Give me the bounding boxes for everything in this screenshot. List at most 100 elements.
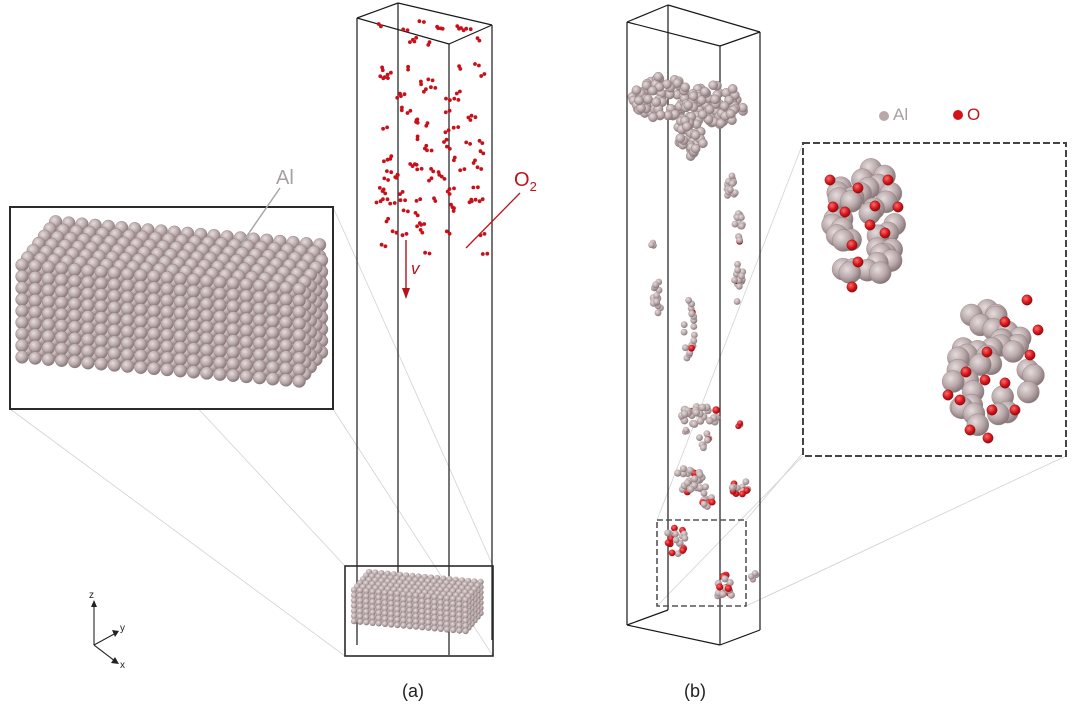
aluminum-atom xyxy=(200,320,214,334)
o2-atom xyxy=(485,251,490,256)
aluminum-atom xyxy=(160,328,174,342)
aluminum-atom xyxy=(728,484,736,491)
o2-atom xyxy=(456,98,461,102)
aluminum-atom xyxy=(738,272,745,280)
aluminum-atom xyxy=(266,360,280,375)
o2-atom xyxy=(389,170,394,175)
o2-atom xyxy=(382,176,387,181)
aluminum-atom xyxy=(363,598,370,605)
aluminum-atom xyxy=(213,298,227,312)
oxygen-atom xyxy=(846,281,858,293)
aluminum-atom xyxy=(54,261,69,276)
aluminum-atom xyxy=(68,309,82,323)
aluminum-atom xyxy=(437,605,444,612)
aluminum-atom xyxy=(431,614,438,622)
o2-atom xyxy=(476,185,480,190)
o2-atom xyxy=(383,191,388,196)
o2-atom xyxy=(433,86,438,90)
aluminum-atom xyxy=(147,292,161,307)
aluminum-atom xyxy=(350,602,358,609)
aluminum-atom xyxy=(696,417,705,425)
aluminum-atom xyxy=(279,281,293,295)
o2-atom xyxy=(418,197,423,202)
al-slab-small-frame xyxy=(344,565,494,657)
aluminum-atom xyxy=(68,355,82,369)
o2-atom xyxy=(381,126,385,131)
oxygen-atom xyxy=(852,182,864,194)
aluminum-atom xyxy=(226,311,240,325)
aluminum-atom xyxy=(54,284,69,299)
o2-atom xyxy=(464,140,469,145)
o2-atom xyxy=(480,141,485,146)
o2-atom xyxy=(415,224,419,229)
aluminum-atom xyxy=(400,612,407,619)
o2-atom xyxy=(406,64,410,69)
aluminum-atom xyxy=(28,328,42,342)
axis-x-label: x xyxy=(120,660,125,671)
aluminum-atom xyxy=(266,280,280,294)
aluminum-atom xyxy=(450,616,457,623)
oxygen-atom xyxy=(716,583,724,591)
aluminum-atom xyxy=(726,579,734,587)
o2-atom xyxy=(378,74,383,79)
o2-atom xyxy=(433,199,438,203)
aluminum-atom xyxy=(381,615,389,622)
aluminum-atom xyxy=(406,612,413,619)
aluminum-atom xyxy=(437,599,444,607)
aluminum-atom xyxy=(369,609,376,616)
o2-atom xyxy=(398,91,402,96)
o2-atom xyxy=(480,197,485,202)
o2-atom xyxy=(467,200,472,205)
oxygen-atom xyxy=(954,394,966,406)
aluminum-atom xyxy=(134,303,148,317)
o2-atom xyxy=(380,189,385,194)
o2-atom xyxy=(452,158,456,163)
aluminum-atom xyxy=(686,466,694,474)
aluminum-atom xyxy=(239,347,254,361)
o2-atom xyxy=(394,230,399,235)
aluminum-atom xyxy=(363,593,370,600)
aluminum-atom xyxy=(406,617,413,625)
aluminum-atom xyxy=(369,614,376,621)
aluminum-atom xyxy=(200,274,214,288)
o2-atom xyxy=(444,96,448,101)
aluminum-atom xyxy=(381,600,389,607)
aluminum-atom xyxy=(697,95,707,105)
aluminum-atom xyxy=(253,325,267,339)
aluminum-atom xyxy=(292,282,306,296)
aluminum-atom xyxy=(685,296,692,304)
aluminum-atom xyxy=(279,327,293,341)
o2-atom xyxy=(414,199,419,203)
oxygen-atom xyxy=(964,424,976,436)
aluminum-atom xyxy=(253,348,267,362)
aluminum-atom xyxy=(969,353,992,376)
aluminum-atom xyxy=(388,600,395,607)
atom-legend: Al O xyxy=(879,105,980,124)
oxygen-atom xyxy=(1021,294,1033,306)
aluminum-atom xyxy=(107,324,122,338)
aluminum-atom xyxy=(419,624,426,631)
o2-atom xyxy=(437,173,442,177)
aluminum-atom xyxy=(350,597,358,604)
aluminum-atom xyxy=(697,109,708,120)
aluminum-atom xyxy=(68,320,82,334)
panel-label-a: (a) xyxy=(402,681,424,701)
aluminum-atom xyxy=(700,489,708,497)
o2-atom xyxy=(444,229,449,234)
aluminum-atom xyxy=(94,276,108,291)
aluminum-atom xyxy=(462,622,469,630)
oxygen-atom xyxy=(1009,404,1021,416)
aluminum-atom xyxy=(15,258,29,272)
aluminum-atom xyxy=(120,336,135,350)
aluminum-atom xyxy=(292,363,306,377)
aluminum-atom xyxy=(375,615,382,622)
aluminum-atom xyxy=(94,345,108,360)
aluminum-atom xyxy=(462,628,469,635)
o2-atom xyxy=(389,70,393,75)
oxygen-atom xyxy=(1032,324,1044,336)
o2-atom xyxy=(471,161,476,165)
aluminum-atom xyxy=(412,613,420,620)
o2-atom xyxy=(422,222,427,226)
aluminum-atom xyxy=(742,478,750,485)
aluminum-atom xyxy=(68,332,82,346)
